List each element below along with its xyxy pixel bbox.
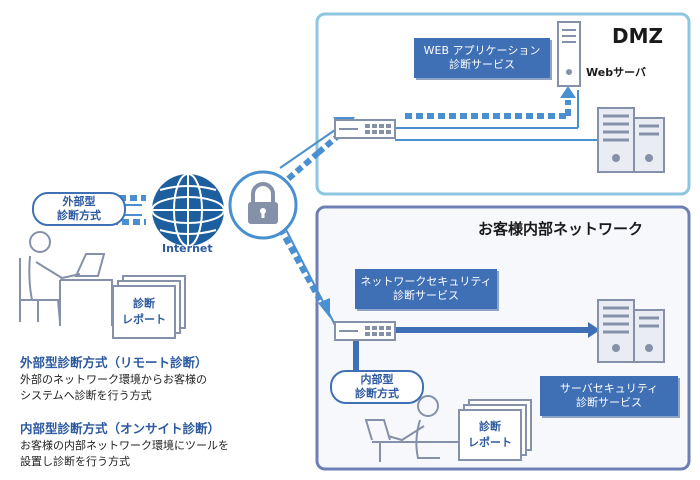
network-security-service-line1: ネットワークセキュリティ <box>360 274 492 288</box>
external-description-line2: システムへ診断を行う方式 <box>20 388 152 402</box>
document-stack-icon <box>112 275 186 339</box>
external-report-line2: レポート <box>122 313 166 326</box>
internal-method-pill-line1: 内部型 <box>360 373 394 387</box>
external-method-pill: 外部型 診断方式 <box>32 192 126 226</box>
server-icon <box>597 299 665 363</box>
network-security-service-box: ネットワークセキュリティ 診断サービス <box>355 269 497 309</box>
internal-method-title: 内部型診断方式（オンサイト診断） <box>20 421 221 436</box>
web-app-service-line2: 診断サービス <box>449 58 515 71</box>
internal-method-pill-line2: 診断方式 <box>355 387 399 400</box>
server-security-service-line2: 診断サービス <box>576 396 642 409</box>
firewall-router-icon <box>334 321 396 341</box>
lock-icon <box>228 170 298 240</box>
internal-method-description: お客様の内部ネットワーク環境にツールを 設置し診断を行う方式 <box>20 438 229 470</box>
external-report-line1: 診断 <box>133 296 155 310</box>
internal-report-line2: レポート <box>468 436 512 449</box>
external-method-description: 外部のネットワーク環境からお客様の システムへ診断を行う方式 <box>20 372 207 404</box>
internet-label: Internet <box>162 242 213 255</box>
external-method-pill-line1: 外部型 <box>62 195 96 209</box>
person-at-desk-icon <box>364 395 460 462</box>
firewall-router-icon <box>334 119 396 139</box>
server-security-service-box: サーバセキュリティ 診断サービス <box>540 376 678 416</box>
server-security-service-line1: サーバセキュリティ <box>559 381 659 395</box>
web-app-service-line1: WEB アプリケーション <box>423 43 541 57</box>
external-method-pill-line2: 診断方式 <box>57 209 101 222</box>
network-security-service-line2: 診断サービス <box>393 289 459 302</box>
internal-report-label: 診断 レポート <box>459 410 521 460</box>
internal-description-line2: 設置し診断を行う方式 <box>20 454 130 468</box>
web-server-label: Webサーバ <box>586 66 646 79</box>
arrow-head-internal <box>318 298 330 318</box>
web-app-service-box: WEB アプリケーション 診断サービス <box>414 38 550 78</box>
external-report-label: 診断 レポート <box>113 286 175 338</box>
person-at-desk-icon <box>19 231 113 326</box>
globe-icon <box>151 173 225 247</box>
external-description-line1: 外部のネットワーク環境からお客様の <box>20 373 207 386</box>
server-icon <box>597 107 665 173</box>
connection-lines <box>108 90 600 375</box>
internal-report-line1: 診断 <box>479 419 501 433</box>
internal-network-title: お客様内部ネットワーク <box>478 220 644 238</box>
internal-description-line1: お客様の内部ネットワーク環境にツールを <box>20 439 229 452</box>
internal-method-pill: 内部型 診断方式 <box>330 370 424 404</box>
dmz-zone <box>315 12 691 196</box>
dmz-title: DMZ <box>612 24 664 48</box>
document-stack-icon <box>458 399 532 461</box>
server-icon <box>557 21 581 87</box>
arrow-head-web-server <box>560 86 576 98</box>
external-method-title: 外部型診断方式（リモート診断） <box>20 355 208 370</box>
